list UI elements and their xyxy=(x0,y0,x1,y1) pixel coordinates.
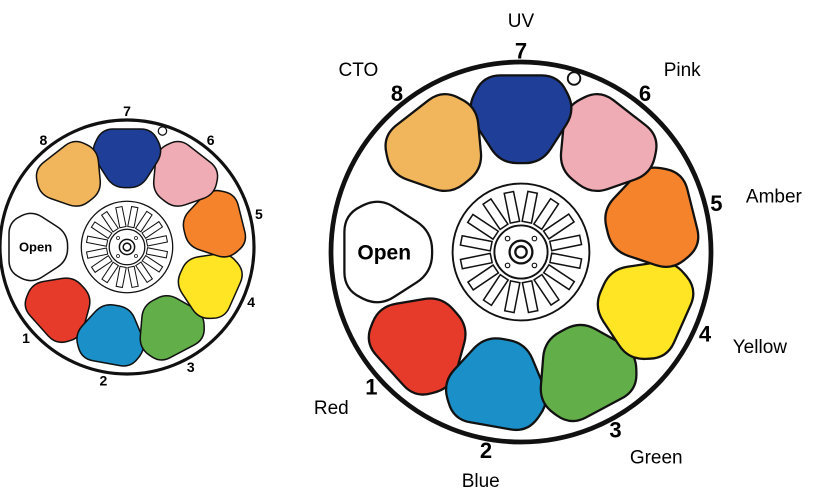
hub-slot xyxy=(521,190,539,224)
hub-slot xyxy=(466,264,500,291)
slot-number-5: 5 xyxy=(710,191,722,216)
hub-slot xyxy=(482,273,510,307)
hub-slot xyxy=(90,221,113,240)
hub-screw xyxy=(504,235,511,242)
hub-slot xyxy=(90,255,113,274)
filter-slot-8 xyxy=(384,93,483,193)
slot-number-3: 3 xyxy=(609,418,621,443)
slot-name-6: Pink xyxy=(664,60,701,81)
hub-axle-inner xyxy=(514,245,528,259)
hub-slot xyxy=(459,252,494,270)
hub-screw xyxy=(134,236,138,240)
slot-number-8: 8 xyxy=(391,81,403,106)
hub-slot xyxy=(521,279,539,314)
hub-slot xyxy=(141,220,164,239)
hub-axle-inner xyxy=(122,242,132,252)
hub-slot xyxy=(141,254,164,273)
hub-slot xyxy=(549,252,583,270)
hub-slot xyxy=(127,205,139,229)
slot-name-4: Yellow xyxy=(733,337,788,358)
hub-screw xyxy=(531,235,538,242)
slot-name-1: Red xyxy=(314,398,349,419)
hub-slot xyxy=(503,280,521,314)
slot-number-6: 6 xyxy=(639,81,651,106)
slot-number-7: 7 xyxy=(515,38,527,63)
hub-slot xyxy=(85,247,109,259)
hub-screw xyxy=(134,254,138,258)
slot-number-1: 1 xyxy=(22,330,30,346)
slot-name-3: Green xyxy=(630,447,683,468)
open-label: Open xyxy=(19,240,52,255)
slot-number-3: 3 xyxy=(187,359,195,375)
slot-number-2: 2 xyxy=(100,373,108,389)
color-wheel-small: Open 1 2 3 4 5 6 7 8 xyxy=(0,103,263,389)
slot-number-2: 2 xyxy=(480,438,492,463)
slot-name-7: UV xyxy=(508,11,535,32)
hub-slot xyxy=(135,261,154,284)
hub-slot xyxy=(115,205,127,229)
hub-slot xyxy=(542,263,576,291)
open-aperture xyxy=(8,212,69,282)
slot-number-4: 4 xyxy=(699,322,712,347)
hub-slot xyxy=(127,265,139,289)
slot-number-7: 7 xyxy=(123,103,131,119)
hub-slot xyxy=(85,235,109,247)
hub-slot xyxy=(459,234,493,252)
hub-slot xyxy=(145,247,169,259)
hub-slot xyxy=(503,190,521,225)
hub-slot xyxy=(542,213,576,240)
hub-slot xyxy=(482,197,509,231)
slot-name-8: CTO xyxy=(339,60,379,81)
hub-slot xyxy=(548,234,583,252)
slot-number-5: 5 xyxy=(255,206,263,222)
hub-slot xyxy=(466,213,500,241)
slot-number-6: 6 xyxy=(207,132,215,148)
hub-screw xyxy=(531,262,538,269)
hub-slot xyxy=(533,273,560,307)
slot-name-5: Amber xyxy=(746,187,803,208)
hub-slot xyxy=(145,235,169,247)
index-notch xyxy=(157,126,168,136)
slot-number-8: 8 xyxy=(39,132,47,148)
open-aperture xyxy=(343,200,434,304)
filter-slot-8 xyxy=(35,140,102,207)
hub-screw xyxy=(116,254,120,258)
hub-screw xyxy=(504,262,511,269)
hub-slot xyxy=(532,197,560,231)
slot-number-4: 4 xyxy=(247,294,255,310)
hub-slot xyxy=(101,261,120,284)
hub-screw xyxy=(116,236,120,240)
hub-slot xyxy=(115,265,127,289)
open-label: Open xyxy=(357,242,411,265)
slot-number-1: 1 xyxy=(365,374,377,399)
index-notch xyxy=(566,71,582,86)
slot-name-2: Blue xyxy=(462,471,500,492)
hub-slot xyxy=(134,210,153,233)
hub-slot xyxy=(100,210,119,233)
